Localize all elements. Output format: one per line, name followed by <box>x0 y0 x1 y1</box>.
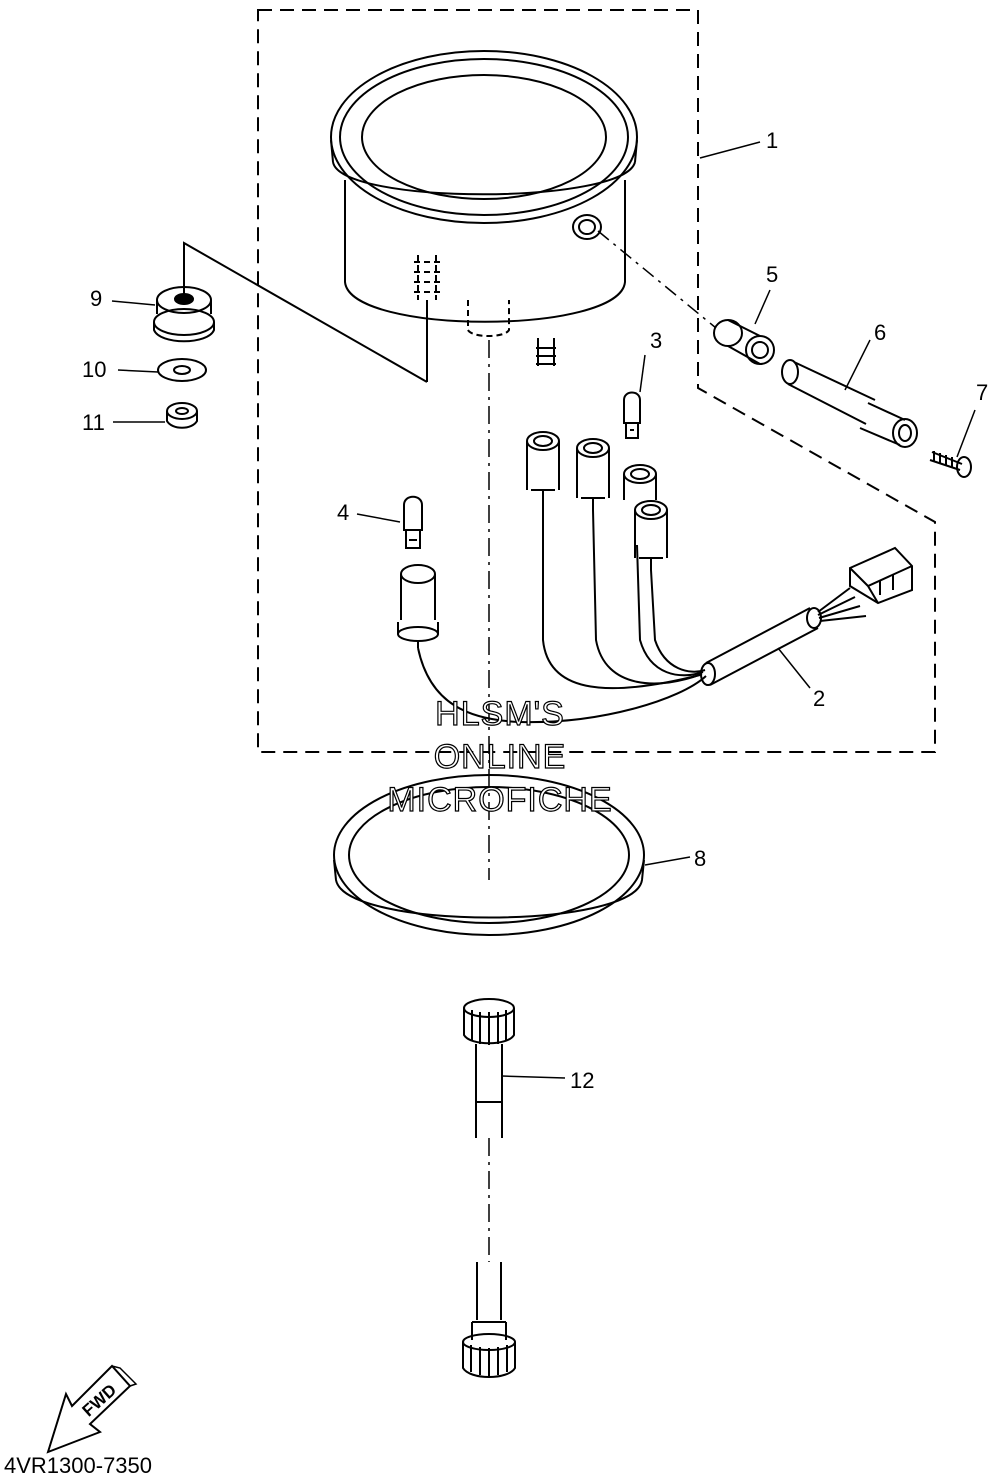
callout-12: 12 <box>570 1068 594 1093</box>
callout-11: 11 <box>82 410 105 435</box>
watermark-line-3: MICROFICHE <box>387 781 612 819</box>
assembly-boundary <box>257 9 936 753</box>
gauge-housing <box>330 50 638 366</box>
screw-part-7 <box>929 451 972 478</box>
fwd-arrow-icon <box>46 1364 138 1454</box>
watermark-line-2: ONLINE <box>434 738 567 776</box>
callout-1: 1 <box>766 128 778 153</box>
callout-8: 8 <box>694 846 706 871</box>
callout-4: 4 <box>337 500 349 525</box>
leader-lines <box>111 141 976 1079</box>
sleeve-part-5 <box>713 319 775 365</box>
tube-part-6 <box>781 359 918 448</box>
part-number: 4VR1300-7350 <box>4 1453 152 1478</box>
callout-9: 9 <box>90 286 102 311</box>
callout-5: 5 <box>766 262 778 287</box>
nut-part-11 <box>166 402 198 429</box>
callout-2: 2 <box>813 686 825 711</box>
watermark-line-1: HLSM'S <box>435 695 565 733</box>
bulb-part-3 <box>623 391 641 439</box>
callout-7: 7 <box>976 380 988 405</box>
washer-part-10 <box>157 358 207 382</box>
callout-3: 3 <box>650 328 662 353</box>
callout-10: 10 <box>82 357 106 382</box>
grommet-part-9 <box>153 286 215 343</box>
callout-6: 6 <box>874 320 886 345</box>
ring-part-8 <box>333 774 645 936</box>
harness-part-2 <box>397 431 913 724</box>
stud-leader <box>183 241 428 383</box>
bulb-part-4 <box>403 495 423 549</box>
port-centerline <box>597 230 717 329</box>
cable-part-12 <box>462 998 516 1378</box>
